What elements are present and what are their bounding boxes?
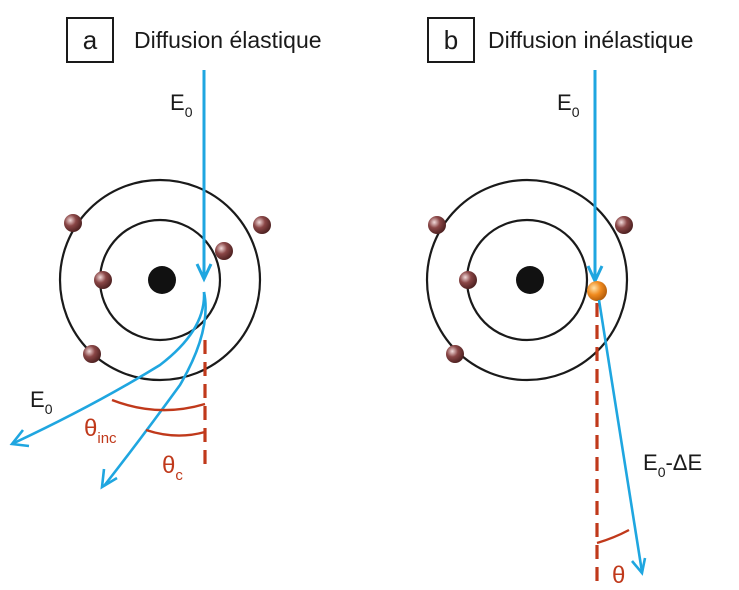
angle-arc-inc xyxy=(111,398,206,412)
panel-a-scattered-energy: E0 xyxy=(30,387,53,417)
panel-b: b Diffusion inélastique E0 E0-ΔE θ xyxy=(425,17,702,589)
incident-beam-arrowhead xyxy=(195,263,213,283)
panel-b-letter: b xyxy=(444,25,458,55)
nucleus xyxy=(148,266,176,294)
scattered-beam-arrowhead xyxy=(631,557,647,576)
outer-orbit xyxy=(425,178,629,382)
panel-a-incident-energy: E0 xyxy=(170,90,193,120)
electron xyxy=(446,345,464,363)
electron xyxy=(615,216,633,234)
theta-c-label: θc xyxy=(162,452,183,484)
electron xyxy=(94,271,112,289)
scattered-beam-narrow xyxy=(102,291,207,487)
electron xyxy=(459,271,477,289)
angle-arc-theta xyxy=(596,528,630,545)
panel-b-incident-energy: E0 xyxy=(557,90,580,120)
excited-electron xyxy=(587,281,607,301)
panel-b-letter-box xyxy=(427,17,475,63)
scattered-beam-narrow-arrowhead xyxy=(100,468,118,490)
panel-b-title: Diffusion inélastique xyxy=(488,27,693,53)
electron xyxy=(64,214,82,232)
incident-beam-arrowhead xyxy=(586,265,604,285)
electron xyxy=(428,216,446,234)
theta-inc-label: θinc xyxy=(84,415,117,447)
panel-a-letter: a xyxy=(83,25,98,55)
panel-b-scattered-energy: E0-ΔE xyxy=(643,450,702,480)
electron xyxy=(253,216,271,234)
scattered-beam xyxy=(597,299,644,573)
scattered-beam-wide-arrowhead xyxy=(9,429,30,448)
outer-orbit xyxy=(58,178,262,382)
panel-a: a Diffusion élastique E0 E0 θinc θc xyxy=(9,17,322,490)
scattered-beam-wide xyxy=(13,291,206,445)
theta-label: θ xyxy=(612,562,625,585)
electron xyxy=(215,242,233,260)
angle-arc-c xyxy=(145,428,206,437)
panel-a-letter-box xyxy=(66,17,114,63)
electron xyxy=(83,345,101,363)
panel-a-title: Diffusion élastique xyxy=(134,27,322,53)
nucleus xyxy=(516,266,544,294)
